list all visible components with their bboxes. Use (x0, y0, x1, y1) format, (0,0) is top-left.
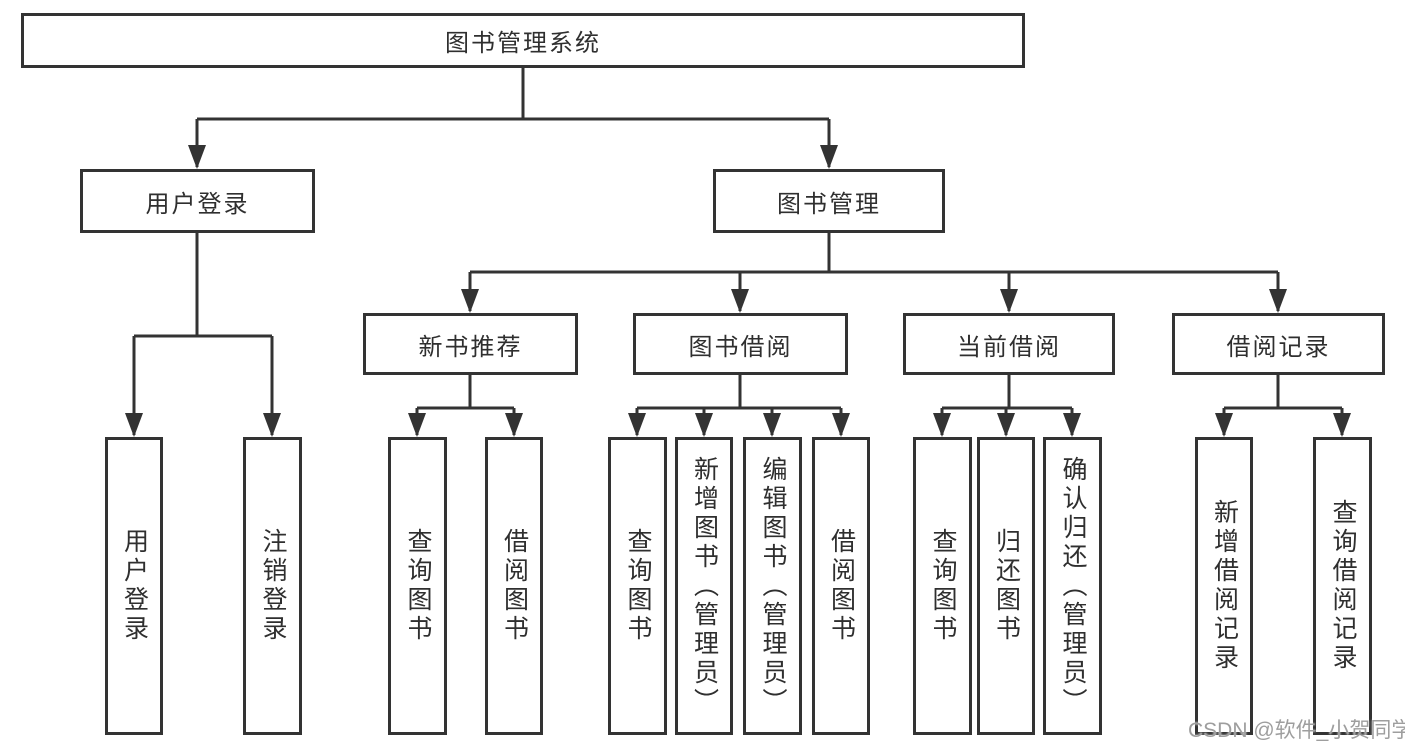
node-new-book-rec: 新书推荐 (363, 313, 578, 375)
leaf-cb-query-books: 查询图书 (913, 437, 972, 735)
connector-book-mgmt-to-level3 (461, 232, 1287, 313)
leaf-br-query-borrow-record-label: 查询借阅记录 (1329, 499, 1357, 673)
node-borrow-records: 借阅记录 (1172, 313, 1385, 375)
node-borrow-records-label: 借阅记录 (1226, 333, 1331, 361)
leaf-bb-edit-books-admin: 编辑图书（管理员） (743, 437, 802, 735)
node-current-borrow: 当前借阅 (903, 313, 1115, 375)
node-book-mgmt-label: 图书管理 (777, 190, 881, 218)
leaf-bb-add-books-admin: 新增图书（管理员） (675, 437, 733, 735)
leaf-bb-query-books-label: 查询图书 (624, 528, 652, 644)
connector-book-borrow-to-leaves (628, 375, 850, 437)
leaf-nbr-query-books: 查询图书 (388, 437, 447, 735)
leaf-cb-confirm-return-admin-label: 确认归还（管理员） (1059, 455, 1087, 717)
leaf-nbr-borrow-books: 借阅图书 (485, 437, 543, 735)
node-book-mgmt: 图书管理 (713, 169, 945, 233)
connector-current-borrow-to-leaves (933, 375, 1081, 437)
leaf-br-add-borrow-record-label: 新增借阅记录 (1210, 499, 1239, 673)
node-book-borrow-label: 图书借阅 (688, 333, 793, 361)
node-current-borrow-label: 当前借阅 (957, 333, 1061, 361)
leaf-bb-add-books-admin-label: 新增图书（管理员） (690, 455, 719, 717)
leaf-cb-query-books-label: 查询图书 (929, 528, 957, 644)
leaf-bb-query-books: 查询图书 (608, 437, 667, 735)
leaf-bb-borrow-books: 借阅图书 (812, 437, 870, 735)
node-root-label: 图书管理系统 (445, 30, 601, 57)
leaf-user-login-label: 用户登录 (120, 528, 149, 644)
csdn-watermark: CSDN @软件_小贺同学 (1188, 719, 1405, 742)
connector-root-to-level2 (188, 68, 838, 169)
leaf-logout-label: 注销登录 (259, 528, 287, 644)
leaf-bb-borrow-books-label: 借阅图书 (827, 528, 856, 644)
leaf-bb-edit-books-admin-label: 编辑图书（管理员） (759, 455, 787, 717)
leaf-logout: 注销登录 (243, 437, 302, 735)
node-book-borrow: 图书借阅 (633, 313, 848, 375)
leaf-cb-return-books: 归还图书 (977, 437, 1035, 735)
node-user-login-label: 用户登录 (145, 190, 250, 218)
leaf-nbr-query-books-label: 查询图书 (404, 528, 432, 644)
leaf-cb-confirm-return-admin: 确认归还（管理员） (1043, 437, 1102, 735)
leaf-cb-return-books-label: 归还图书 (992, 528, 1021, 644)
node-new-book-rec-label: 新书推荐 (418, 333, 523, 361)
connector-new-book-rec-to-leaves (408, 375, 523, 437)
connector-borrow-records-to-leaves (1215, 375, 1351, 437)
node-user-login: 用户登录 (80, 169, 315, 233)
node-root: 图书管理系统 (21, 13, 1025, 68)
connector-user-login-to-leaves (125, 233, 281, 437)
leaf-br-add-borrow-record: 新增借阅记录 (1195, 437, 1253, 735)
leaf-user-login: 用户登录 (105, 437, 163, 735)
leaf-nbr-borrow-books-label: 借阅图书 (500, 528, 529, 644)
leaf-br-query-borrow-record: 查询借阅记录 (1313, 437, 1372, 735)
